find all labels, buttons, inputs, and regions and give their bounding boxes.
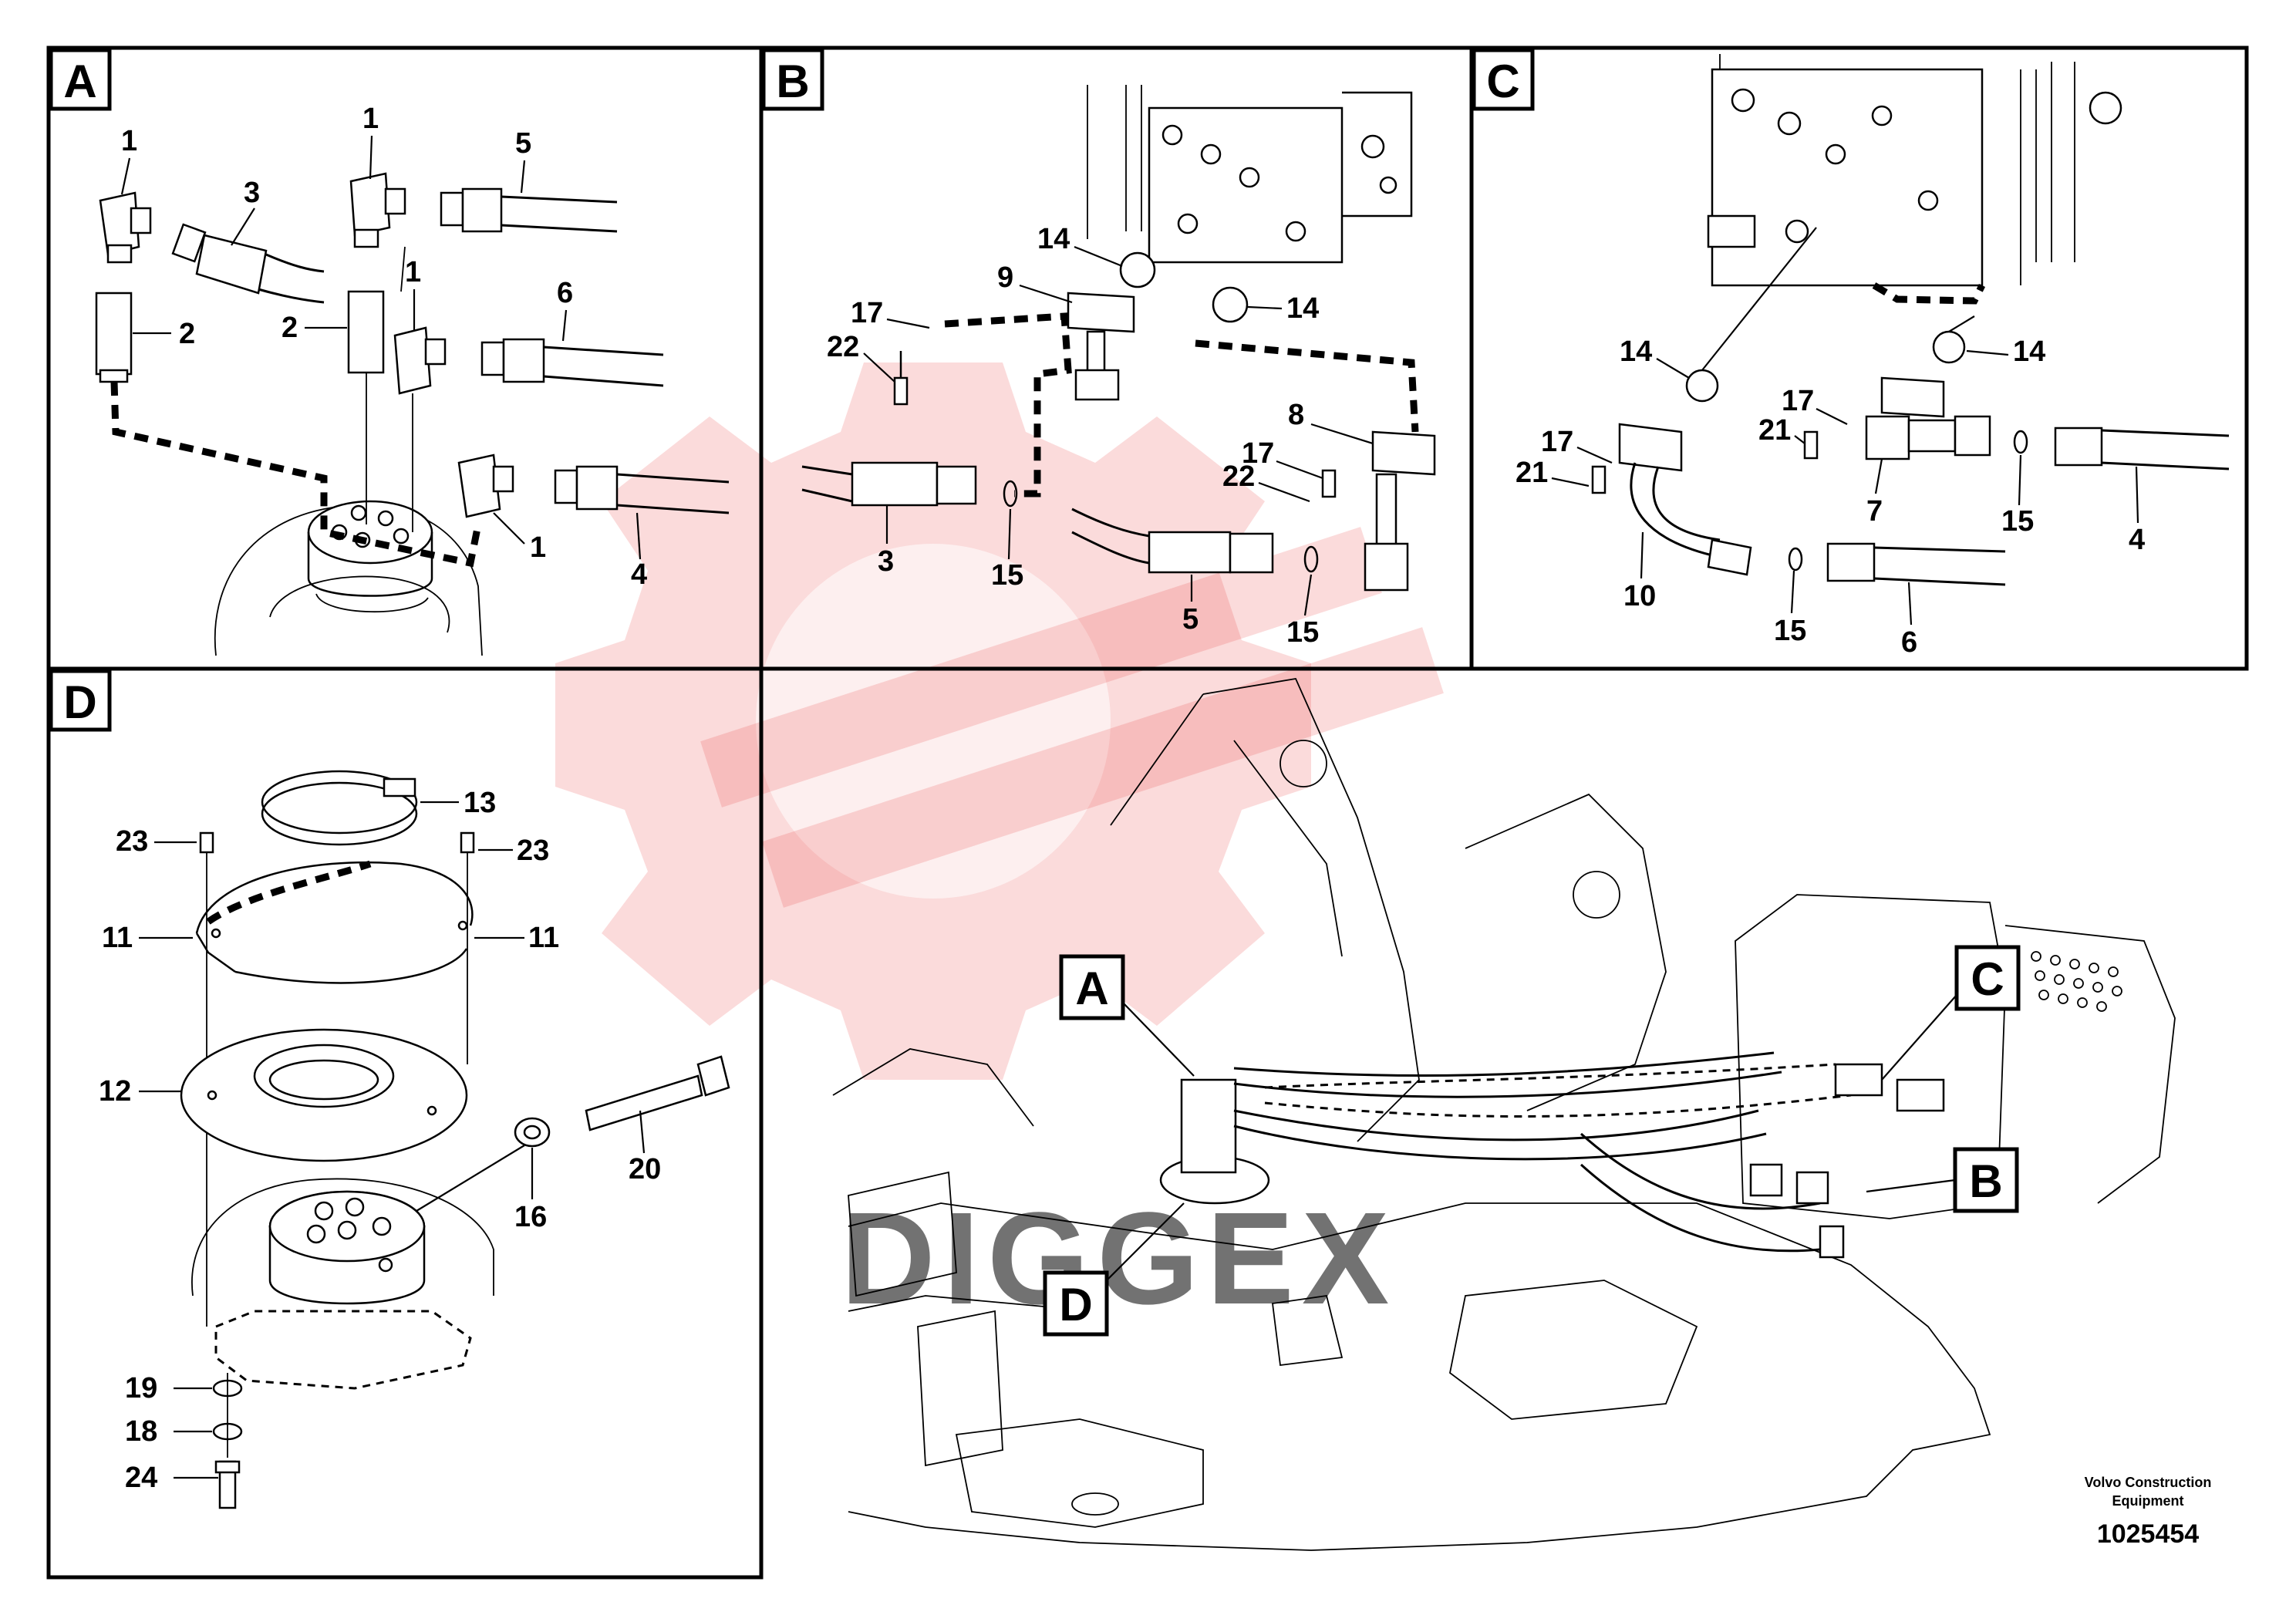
panel-d-letter-box: D <box>49 669 112 732</box>
callout-c-1: 14 <box>1620 336 1652 368</box>
callout-d-7: 20 <box>629 1153 661 1185</box>
callout-a-7: 1 <box>405 256 421 288</box>
panel-a-drawing <box>95 172 730 656</box>
watermark-logo <box>555 363 1444 1080</box>
callout-b-11: 5 <box>1182 603 1199 636</box>
callout-b-12: 15 <box>1286 616 1319 649</box>
panel-d-letter: D <box>63 676 96 728</box>
panel-d-drawing <box>180 770 730 1509</box>
callout-d-1: 13 <box>464 787 496 819</box>
panel-c-drawing <box>1591 54 2230 586</box>
callout-b-2: 9 <box>997 261 1013 294</box>
panel-d-callouts: 13 23 23 11 11 12 20 16 19 18 24 <box>99 787 661 1494</box>
callout-b-10: 15 <box>991 559 1023 592</box>
callout-c-11: 15 <box>1774 615 1806 647</box>
callout-a-3: 2 <box>179 318 195 350</box>
callout-d-5: 11 <box>528 922 559 954</box>
overview-callouts: A C B D <box>1043 945 2021 1337</box>
callout-a-8: 6 <box>557 277 573 309</box>
callout-c-6: 21 <box>1758 414 1791 447</box>
panel-d-frame <box>46 666 764 1580</box>
callout-c-2: 17 <box>1541 426 1573 458</box>
brand-line-2: Equipment <box>2112 1493 2184 1509</box>
callout-c-10: 10 <box>1623 580 1656 612</box>
callout-c-9: 4 <box>2129 524 2145 556</box>
overview-label-c: C <box>1971 953 2004 1005</box>
brand-line-1: Volvo Construction <box>2085 1475 2212 1490</box>
callout-b-1: 14 <box>1037 223 1070 255</box>
panel-c-letter: C <box>1486 56 1519 107</box>
callout-c-8: 15 <box>2001 505 2034 538</box>
overview-drawing <box>832 677 2176 1551</box>
callout-c-7: 7 <box>1866 495 1883 528</box>
overview-label-d: D <box>1059 1279 1092 1330</box>
footer-block: Volvo Construction Equipment 1025454 <box>2085 1475 2212 1549</box>
callout-c-12: 6 <box>1901 626 1917 659</box>
panel-b-letter-box: B <box>761 48 824 111</box>
callout-a-9: 1 <box>530 531 546 564</box>
panel-c-frame <box>1469 46 2249 671</box>
callout-d-4: 11 <box>102 922 133 954</box>
panel-a-letter-box: A <box>49 48 112 111</box>
callout-d-10: 18 <box>125 1415 157 1448</box>
callout-a-1: 1 <box>121 125 137 157</box>
callout-b-5: 14 <box>1286 292 1319 325</box>
callout-b-7: 17 <box>1242 437 1274 470</box>
panel-a-letter: A <box>63 56 96 107</box>
callout-d-9: 19 <box>125 1372 157 1404</box>
callout-d-11: 24 <box>125 1462 157 1494</box>
panel-b-letter: B <box>776 56 809 107</box>
callout-b-6: 8 <box>1288 399 1304 431</box>
callout-a-4: 1 <box>362 103 379 135</box>
panel-b-callouts: 14 9 17 22 14 8 17 22 3 15 5 15 <box>827 223 1374 649</box>
callout-b-3: 17 <box>851 297 883 329</box>
panel-c-callouts: 14 17 21 14 17 21 7 15 4 10 15 6 <box>1515 336 2145 659</box>
callout-d-3: 23 <box>517 835 549 867</box>
callout-d-8: 16 <box>514 1201 547 1233</box>
panel-a-callouts: 1 3 2 1 5 2 1 6 1 4 <box>120 103 647 591</box>
callout-c-3: 21 <box>1515 457 1548 489</box>
watermark-text: DIGGEX <box>841 1185 1397 1332</box>
callout-a-6: 2 <box>282 312 298 344</box>
callout-d-6: 12 <box>99 1075 131 1108</box>
panel-b-drawing <box>801 85 1436 592</box>
callout-c-5: 17 <box>1782 385 1814 417</box>
callout-c-4: 14 <box>2013 336 2045 368</box>
callout-a-10: 4 <box>631 558 647 591</box>
callout-b-4: 22 <box>827 331 859 363</box>
panel-c-letter-box: C <box>1472 48 1535 111</box>
callout-b-8: 22 <box>1222 460 1255 493</box>
drawing-number: 1025454 <box>2097 1519 2199 1549</box>
callout-b-9: 3 <box>878 545 894 578</box>
callout-d-2: 23 <box>116 825 148 858</box>
callout-a-2: 3 <box>244 177 260 209</box>
overview-label-a: A <box>1075 963 1108 1014</box>
overview-label-b: B <box>1969 1155 2002 1207</box>
callout-a-5: 5 <box>515 127 531 160</box>
